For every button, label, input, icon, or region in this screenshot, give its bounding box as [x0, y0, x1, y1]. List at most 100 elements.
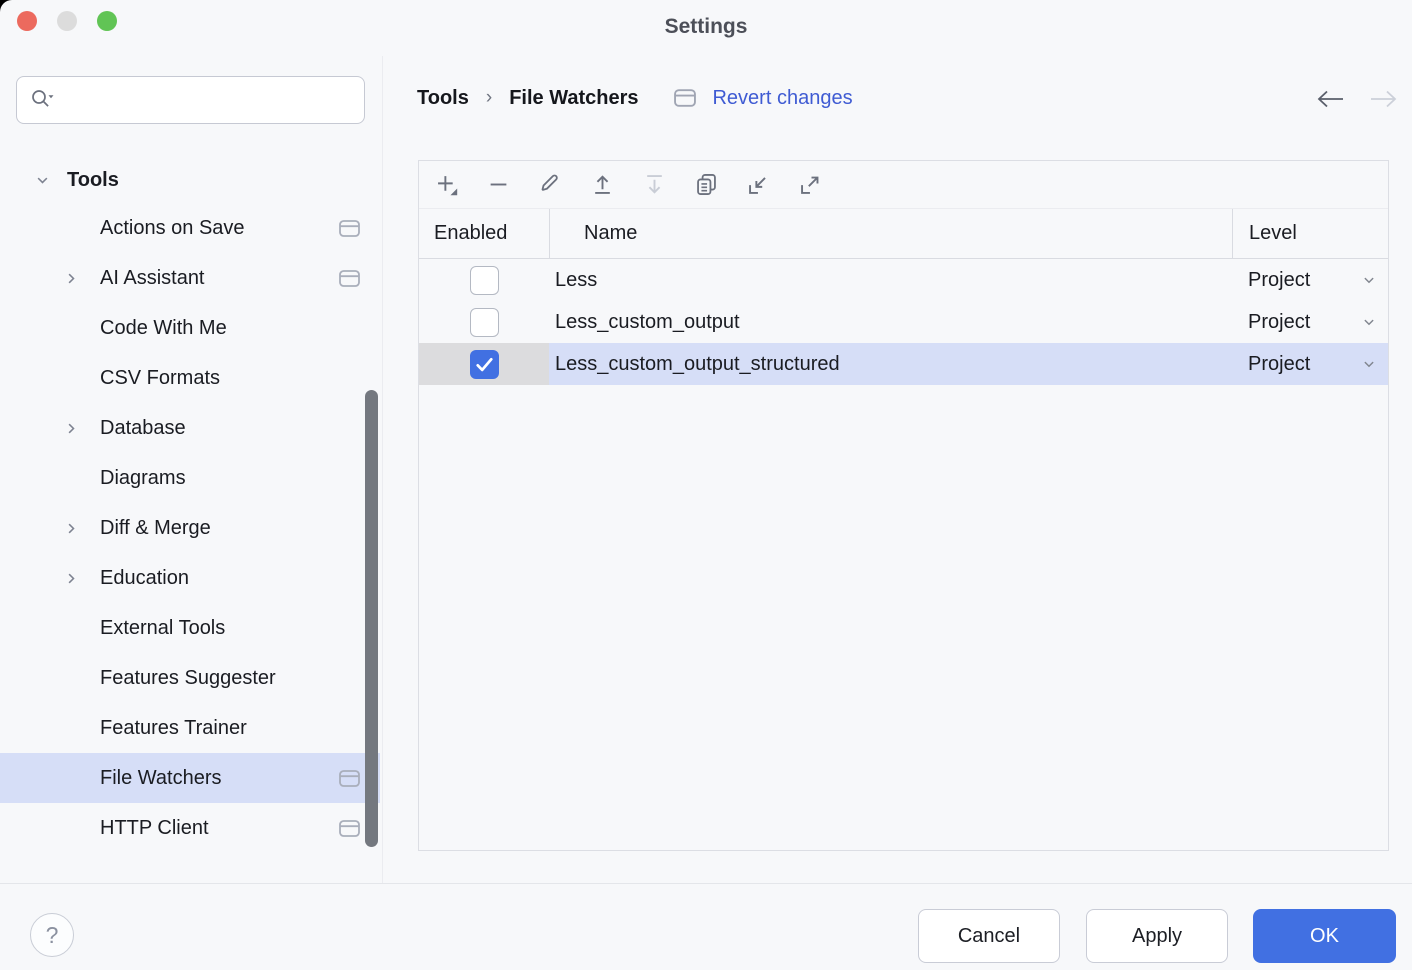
- sidebar-item-features-suggester[interactable]: Features Suggester: [0, 653, 380, 703]
- settings-card-icon: [339, 819, 360, 837]
- help-button[interactable]: ?: [30, 913, 74, 957]
- sidebar-item-diff-merge[interactable]: Diff & Merge: [0, 503, 380, 553]
- chevron-down-icon[interactable]: [33, 171, 52, 190]
- enabled-checkbox[interactable]: [469, 307, 499, 337]
- enabled-cell: [419, 343, 549, 385]
- expand-chevron-icon[interactable]: [62, 269, 82, 288]
- watcher-name: Less: [555, 268, 598, 291]
- sidebar-item-label: Diff & Merge: [100, 516, 211, 539]
- revert-changes-link[interactable]: Revert changes: [712, 86, 853, 109]
- column-header-enabled: Enabled: [434, 222, 508, 244]
- import-icon: [748, 177, 766, 194]
- chevron-down-icon: [1360, 313, 1378, 331]
- settings-search-field[interactable]: [16, 76, 365, 124]
- settings-card-icon: [339, 769, 360, 787]
- zoom-window-button[interactable]: [97, 11, 117, 31]
- level-value: Project: [1248, 310, 1311, 333]
- search-icon: [29, 87, 56, 114]
- close-window-button[interactable]: [17, 11, 37, 31]
- watcher-name: Less_custom_output: [555, 310, 740, 333]
- level-dropdown[interactable]: Project: [1232, 301, 1388, 343]
- breadcrumb-separator-icon: ›: [485, 87, 493, 108]
- breadcrumb: Tools › File Watchers Revert changes: [417, 78, 853, 118]
- expand-chevron-icon[interactable]: [62, 569, 82, 588]
- chevron-down-icon: [1360, 355, 1378, 373]
- watcher-row-less-custom-output-structured[interactable]: Less_custom_output_structured Project: [419, 343, 1388, 385]
- sidebar-item-label: Code With Me: [100, 316, 227, 339]
- sidebar-item-label: AI Assistant: [100, 266, 205, 289]
- sidebar-scrollbar-thumb[interactable]: [365, 390, 378, 847]
- minimize-window-button[interactable]: [57, 11, 77, 31]
- copy-icon: [696, 174, 716, 195]
- column-header-name: Name: [549, 209, 1232, 258]
- level-dropdown[interactable]: Project: [1232, 259, 1388, 301]
- table-toolbar: [419, 161, 1388, 209]
- level-value: Project: [1248, 352, 1311, 375]
- watcher-row-less-custom-output[interactable]: Less_custom_output Project: [419, 301, 1388, 343]
- level-value: Project: [1248, 268, 1311, 291]
- sidebar-item-code-with-me[interactable]: Code With Me: [0, 303, 380, 353]
- settings-card-icon: [674, 89, 697, 107]
- remove-icon: [490, 183, 506, 186]
- sidebar-item-external-tools[interactable]: External Tools: [0, 603, 380, 653]
- settings-card-icon: [339, 219, 360, 237]
- sidebar-item-csv-formats[interactable]: CSV Formats: [0, 353, 380, 403]
- window-title: Settings: [664, 15, 748, 38]
- watcher-name: Less_custom_output_structured: [549, 343, 1232, 385]
- column-header-level: Level: [1232, 209, 1388, 258]
- sidebar-item-label: External Tools: [100, 616, 226, 639]
- sidebar-item-label: Database: [100, 416, 186, 439]
- sidebar-item-label: Actions on Save: [100, 216, 245, 239]
- add-button[interactable]: [428, 167, 464, 203]
- forward-arrow-button[interactable]: [1367, 86, 1401, 112]
- move-up-icon: [594, 175, 610, 194]
- copy-button[interactable]: [688, 167, 724, 203]
- edit-button[interactable]: [532, 167, 568, 203]
- move-up-button[interactable]: [584, 167, 620, 203]
- footer: ? Cancel Apply OK: [0, 883, 1412, 970]
- history-nav: [1313, 86, 1401, 112]
- expand-chevron-icon[interactable]: [62, 419, 82, 438]
- help-question-icon: ?: [45, 921, 59, 948]
- apply-button[interactable]: Apply: [1086, 909, 1228, 963]
- move-down-button: [636, 167, 672, 203]
- settings-card-icon: [339, 269, 360, 287]
- sidebar-item-education[interactable]: Education: [0, 553, 380, 603]
- expand-chevron-icon[interactable]: [62, 519, 82, 538]
- sidebar-item-label: Features Trainer: [100, 716, 247, 739]
- export-button[interactable]: [792, 167, 828, 203]
- watcher-row-less[interactable]: Less Project: [419, 259, 1388, 301]
- sidebar-item-label: Features Suggester: [100, 666, 276, 689]
- sidebar-item-diagrams[interactable]: Diagrams: [0, 453, 380, 503]
- export-icon: [800, 176, 818, 194]
- level-dropdown[interactable]: Project: [1232, 343, 1388, 385]
- ok-button[interactable]: OK: [1253, 909, 1396, 963]
- chevron-down-icon: [1360, 271, 1378, 289]
- edit-icon: [541, 174, 558, 191]
- sidebar-item-actions-on-save[interactable]: Actions on Save: [0, 203, 380, 253]
- sidebar-item-label: Education: [100, 566, 189, 589]
- breadcrumb-tools[interactable]: Tools: [417, 86, 469, 109]
- sidebar-item-file-watchers[interactable]: File Watchers: [0, 753, 380, 803]
- main-panel: Tools › File Watchers Revert changes Ena…: [384, 56, 1412, 883]
- enabled-checkbox[interactable]: [469, 265, 499, 295]
- titlebar: Settings: [0, 0, 1412, 56]
- sidebar-item-label: HTTP Client: [100, 816, 209, 839]
- remove-button[interactable]: [480, 167, 516, 203]
- cancel-button[interactable]: Cancel: [918, 909, 1060, 963]
- sidebar-item-ai-assistant[interactable]: AI Assistant: [0, 253, 380, 303]
- sidebar-item-http-client[interactable]: HTTP Client: [0, 803, 380, 853]
- enabled-cell: [419, 259, 549, 301]
- sidebar-item-features-trainer[interactable]: Features Trainer: [0, 703, 380, 753]
- enabled-checkbox[interactable]: [469, 349, 499, 379]
- import-button[interactable]: [740, 167, 776, 203]
- sidebar-item-tools[interactable]: Tools: [0, 157, 380, 203]
- back-arrow-button[interactable]: [1313, 86, 1347, 112]
- sidebar-item-label: Diagrams: [100, 466, 186, 489]
- move-down-icon: [646, 175, 662, 194]
- sidebar-item-database[interactable]: Database: [0, 403, 380, 453]
